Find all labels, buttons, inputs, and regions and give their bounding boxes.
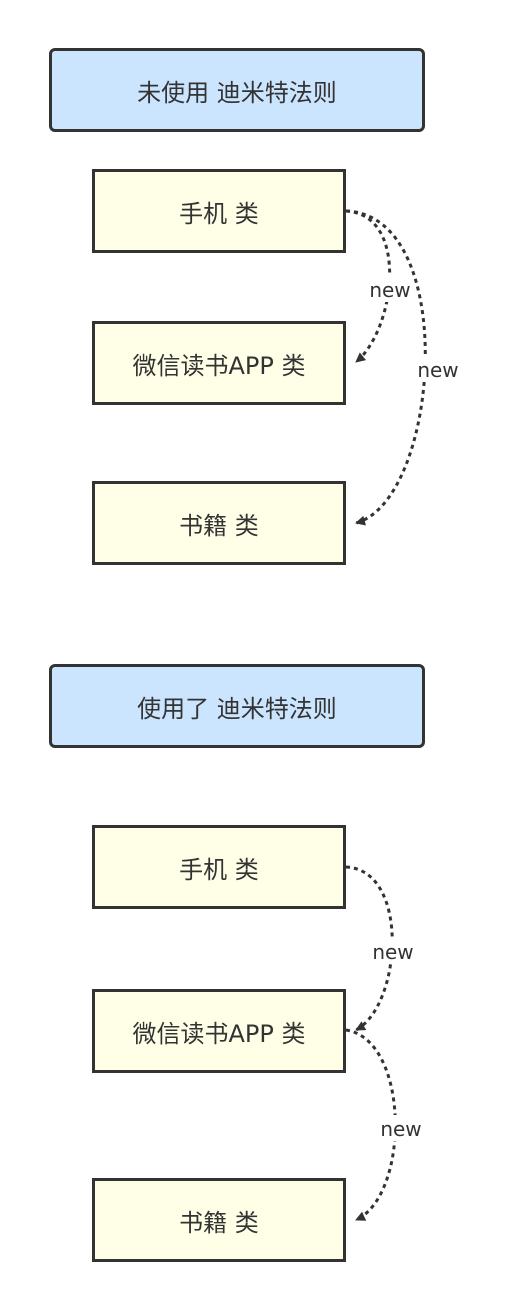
s2-book-class-label: 书籍 类 <box>179 1208 259 1237</box>
section-2-title: 使用了 迪米特法则 <box>49 664 425 748</box>
s2-wechat-read-app-class-label: 微信读书APP 类 <box>132 1019 306 1048</box>
s1-phone-class-box: 手机 类 <box>92 169 346 253</box>
s2-wechat-read-app-class-box: 微信读书APP 类 <box>92 989 346 1073</box>
s2-edge-app-to-book-label: new <box>380 1117 421 1141</box>
s1-edge-phone-to-app <box>345 209 392 364</box>
s1-phone-class-label: 手机 类 <box>179 199 259 228</box>
section-1-title: 未使用 迪米特法则 <box>49 48 425 132</box>
s1-book-class-box: 书籍 类 <box>92 481 346 565</box>
s1-edge-phone-to-book-label: new <box>417 358 458 382</box>
s1-book-class-label: 书籍 类 <box>179 511 259 540</box>
s2-edge-app-to-book <box>345 1028 397 1222</box>
s2-phone-class-box: 手机 类 <box>92 825 346 909</box>
s2-phone-class-label: 手机 类 <box>179 855 259 884</box>
s1-wechat-read-app-class-box: 微信读书APP 类 <box>92 321 346 405</box>
s2-book-class-box: 书籍 类 <box>92 1178 346 1262</box>
s1-edge-phone-to-book <box>345 209 427 526</box>
section-1-title-text: 未使用 迪米特法则 <box>137 78 337 107</box>
s1-wechat-read-app-class-label: 微信读书APP 类 <box>132 351 306 380</box>
section-2-title-text: 使用了 迪米特法则 <box>137 694 337 723</box>
s1-edge-phone-to-app-label: new <box>369 278 410 302</box>
s2-edge-phone-to-app-label: new <box>372 940 413 964</box>
